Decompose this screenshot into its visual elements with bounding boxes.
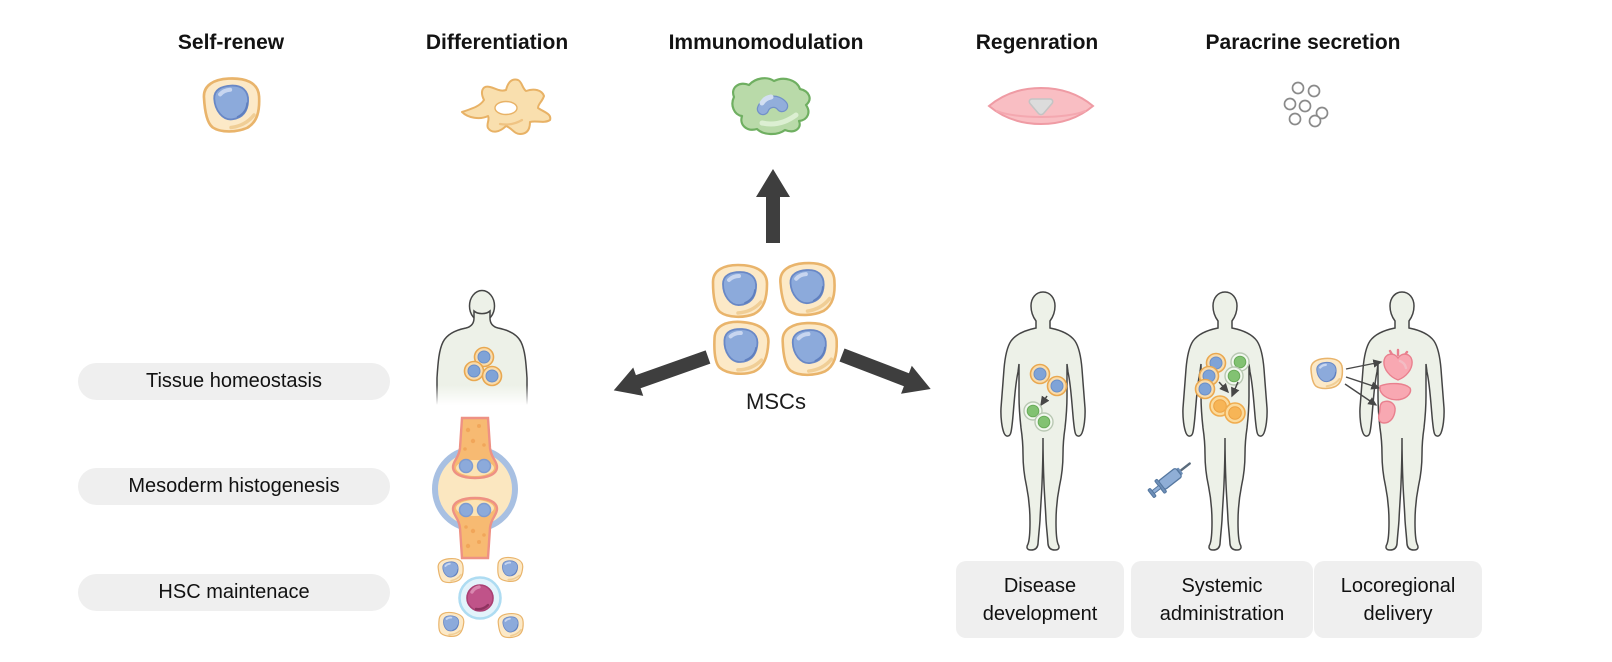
application-line: Systemic bbox=[1181, 574, 1263, 597]
property-label-regenration: Regenration bbox=[975, 31, 1099, 54]
function-pill-tissue-homeostasis: Tissue homeostasis bbox=[78, 363, 390, 400]
application-line: Disease bbox=[1003, 574, 1077, 597]
function-pill-hsc-maintenace: HSC maintenace bbox=[78, 574, 390, 611]
application-line: delivery bbox=[1363, 602, 1433, 625]
syringe-icon bbox=[1147, 462, 1191, 498]
self-renew-cell-icon bbox=[203, 77, 261, 133]
arrow-right-icon bbox=[839, 348, 931, 394]
application-line: development bbox=[982, 602, 1098, 625]
msc-cell-icon bbox=[1309, 356, 1345, 391]
arrow-up-icon bbox=[756, 169, 790, 243]
secreted-vesicles-icon bbox=[1283, 81, 1329, 128]
immune-cell-icon bbox=[731, 77, 811, 136]
application-line: administration bbox=[1159, 602, 1285, 625]
application-label-locoregional-delivery: Locoregional delivery bbox=[1314, 561, 1482, 638]
mscs-label: MSCs bbox=[746, 389, 806, 414]
property-label-differentiation: Differentiation bbox=[425, 31, 569, 54]
msc-cluster bbox=[713, 259, 838, 376]
differentiated-cell-icon bbox=[461, 78, 552, 135]
application-line: Locoregional bbox=[1340, 574, 1456, 597]
body-disease-icon bbox=[1000, 291, 1086, 551]
property-label-self-renew: Self-renew bbox=[177, 31, 285, 54]
heart-icon bbox=[1383, 348, 1413, 381]
body-organs-icon bbox=[1309, 291, 1445, 551]
body-syringe-icon bbox=[1147, 291, 1268, 551]
bone-joint-icon bbox=[432, 416, 518, 560]
muscle-cell-icon bbox=[987, 86, 1095, 126]
property-label-immunomodulation: Immunomodulation bbox=[668, 31, 864, 54]
application-label-disease-development: Disease development bbox=[956, 561, 1124, 638]
arrow-left-icon bbox=[613, 350, 711, 396]
body-with-cells-icon bbox=[428, 289, 536, 410]
property-label-paracrine-secretion: Paracrine secretion bbox=[1205, 31, 1401, 54]
function-pill-mesoderm-histogenesis: Mesoderm histogenesis bbox=[78, 468, 390, 505]
liver-icon bbox=[1379, 382, 1412, 401]
hsc-niche-icon bbox=[436, 555, 526, 640]
application-label-systemic-administration: Systemic administration bbox=[1131, 561, 1313, 638]
stomach-icon bbox=[1377, 400, 1396, 424]
